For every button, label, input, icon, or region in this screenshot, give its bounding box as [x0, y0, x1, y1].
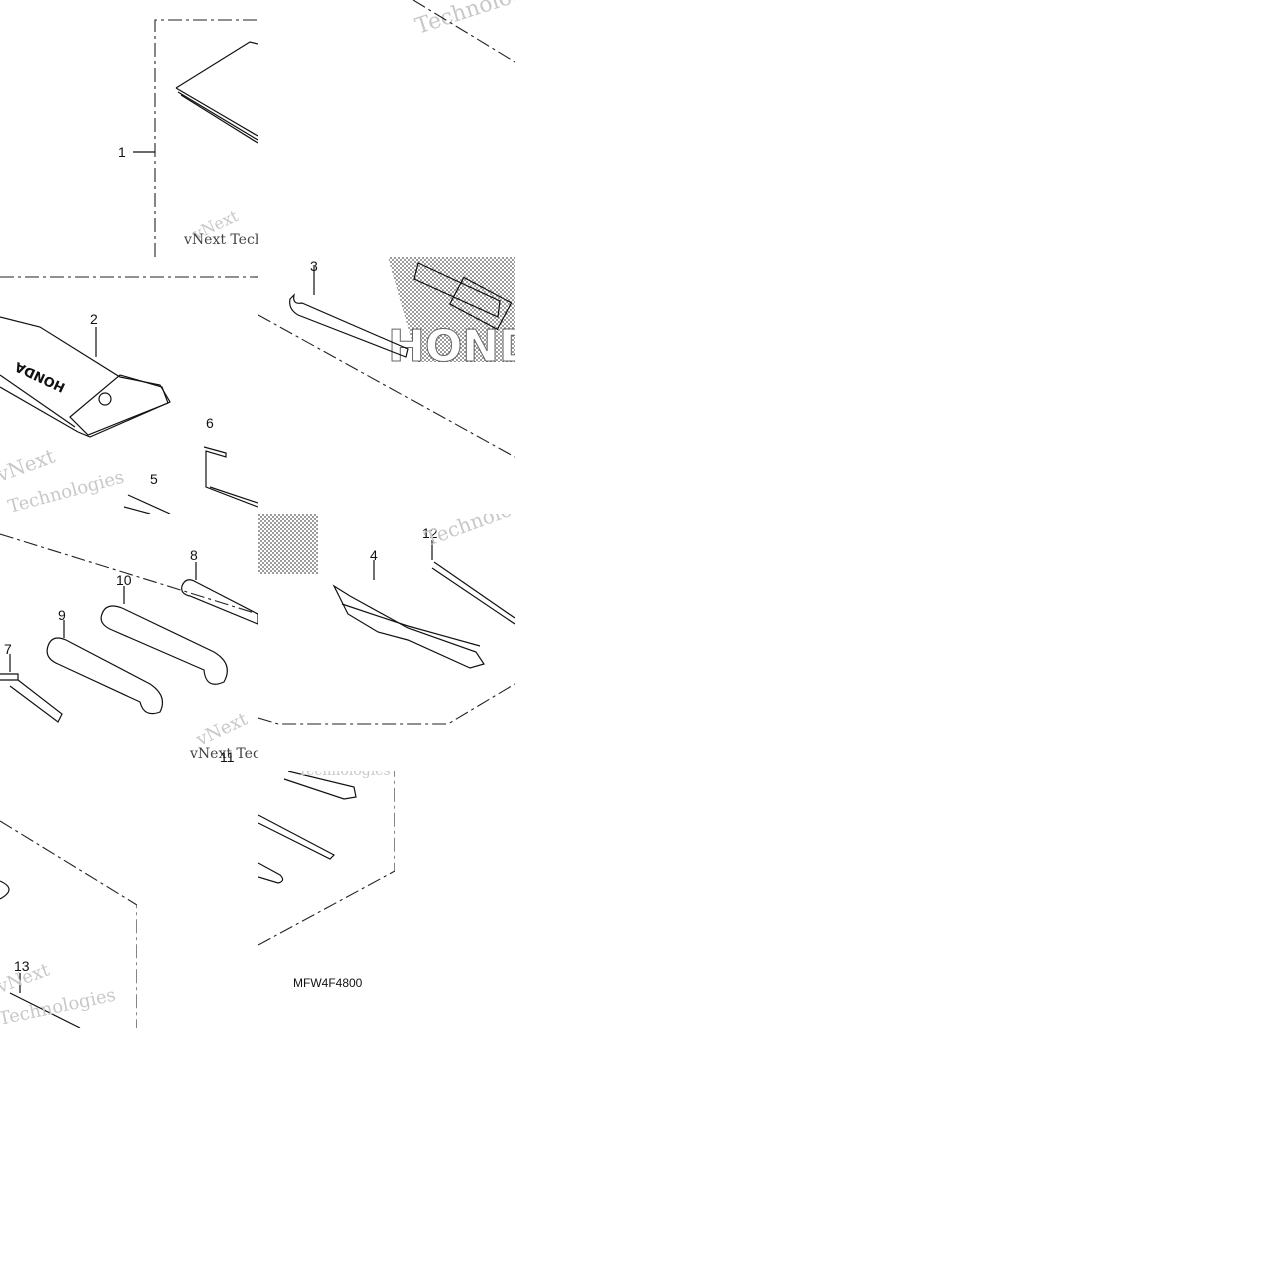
tile-pliers: 4 12 Technologies — [258, 514, 515, 771]
callout-5: 5 — [150, 471, 158, 487]
watermark-company: Technologies — [412, 0, 515, 40]
tile-owners-manual: 1 vNext vNext Technologies — [0, 0, 258, 257]
callout-7: 7 — [4, 641, 12, 657]
tile-screwdrivers: Technologies — [258, 771, 395, 951]
watermark-brand-3: vNext — [192, 708, 251, 751]
callout-2: 2 — [90, 311, 98, 327]
callout-4: 4 — [370, 547, 378, 563]
watermark-company-3: Technologies — [422, 514, 515, 551]
callout-6: 6 — [206, 415, 214, 431]
callout-9: 9 — [58, 607, 66, 623]
callout-8: 8 — [190, 547, 198, 563]
callout-1: 1 — [118, 144, 126, 160]
watermark-line: vNext Technologies — [183, 232, 258, 248]
tile-pin-spanner: HONDA 3 — [258, 257, 515, 514]
tile-top-right: Technologies — [258, 0, 515, 257]
watermark-line-2: vNext Technologies — [189, 746, 258, 762]
watermark-brand-2: vNext — [0, 444, 58, 487]
tile-bottom-left: 13 vNext Technologies — [0, 771, 137, 1028]
background-logo: HONDA — [388, 321, 515, 372]
callout-12: 12 — [422, 525, 438, 541]
callout-3: 3 — [310, 258, 318, 274]
part-code: MFW4F4800 — [293, 976, 363, 990]
tile-open-wrenches: 8 10 9 7 vNext vNext Technologies 11 — [0, 514, 258, 771]
callout-13: 13 — [14, 958, 30, 974]
tile-tool-pouch: HONDA 2 6 5 vNext Technologies — [0, 257, 258, 514]
watermark-company-5: Technologies — [298, 771, 391, 779]
callout-11: 11 — [220, 749, 235, 765]
callout-10: 10 — [116, 572, 132, 588]
